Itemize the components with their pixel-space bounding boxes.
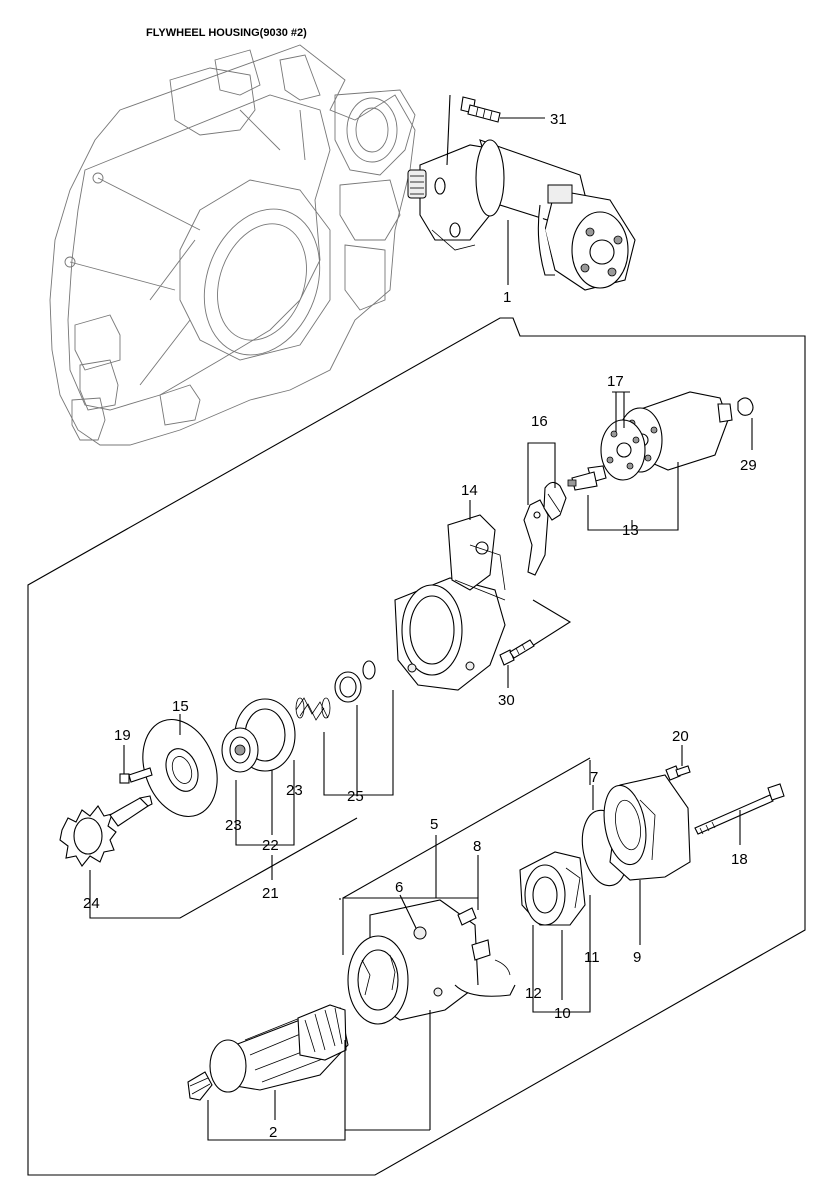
yoke-5 [347,899,516,1025]
callout-12: 12 [525,985,542,1002]
through-bolt-18 [694,783,785,835]
callout-24: 24 [83,895,100,912]
callout-8: 8 [473,838,481,855]
callout-18: 18 [731,851,748,868]
callout-23a: 23 [225,817,242,834]
clutch-assembly [221,660,376,773]
leader-24 [89,817,358,919]
screw-20 [665,765,691,781]
brush-holder-10 [519,851,586,926]
callout-14: 14 [461,482,478,499]
callout-15: 15 [172,698,189,715]
leader-16a [527,442,540,505]
cover-plate-15 [142,718,218,818]
leader-6 [399,894,417,929]
callout-10: 10 [554,1005,571,1022]
callout-13: 13 [622,522,639,539]
leader-2-bracket [207,1040,346,1141]
callout-16: 16 [531,413,548,430]
leader-7-ext [339,760,591,900]
callout-21: 21 [262,885,279,902]
leader-25-bracket [323,690,394,796]
callout-7: 7 [590,769,598,786]
rear-cover-9 [603,774,691,881]
bolt-30 [499,639,535,666]
leader-16b [540,442,556,488]
callout-17: 17 [607,373,624,390]
drive-housing-14 [394,514,506,691]
leader-7-group [342,757,591,899]
callout-1: 1 [503,289,511,306]
armature-2 [187,1004,349,1101]
callout-23b: 23 [286,782,303,799]
leader-30 [517,599,572,656]
exploded-boundary [27,317,806,1176]
pinion-24 [59,795,153,867]
callout-11: 11 [584,949,600,966]
bolt-31 [460,96,501,123]
leader-10-bracket [532,895,591,1013]
leader-13 [587,462,679,531]
callout-29: 29 [740,457,757,474]
callout-20: 20 [672,728,689,745]
leader-31-hole [446,94,451,166]
callout-19: 19 [114,727,131,744]
callout-5: 5 [430,816,438,833]
leader-5-bracket [342,897,479,955]
callout-30: 30 [498,692,515,709]
callout-25: 25 [347,788,364,805]
solenoid-group [567,391,754,491]
callout-22: 22 [262,837,279,854]
starter-motor-assembly [407,139,636,291]
leader-23-bracket [235,760,295,846]
shift-lever-16 [523,481,567,576]
callout-2: 2 [269,1124,277,1141]
callout-6: 6 [395,879,403,896]
callout-31: 31 [550,111,567,128]
callout-9: 9 [633,949,641,966]
flywheel-housing [49,44,416,446]
diagram-title: FLYWHEEL HOUSING(9030 #2) [146,27,307,39]
